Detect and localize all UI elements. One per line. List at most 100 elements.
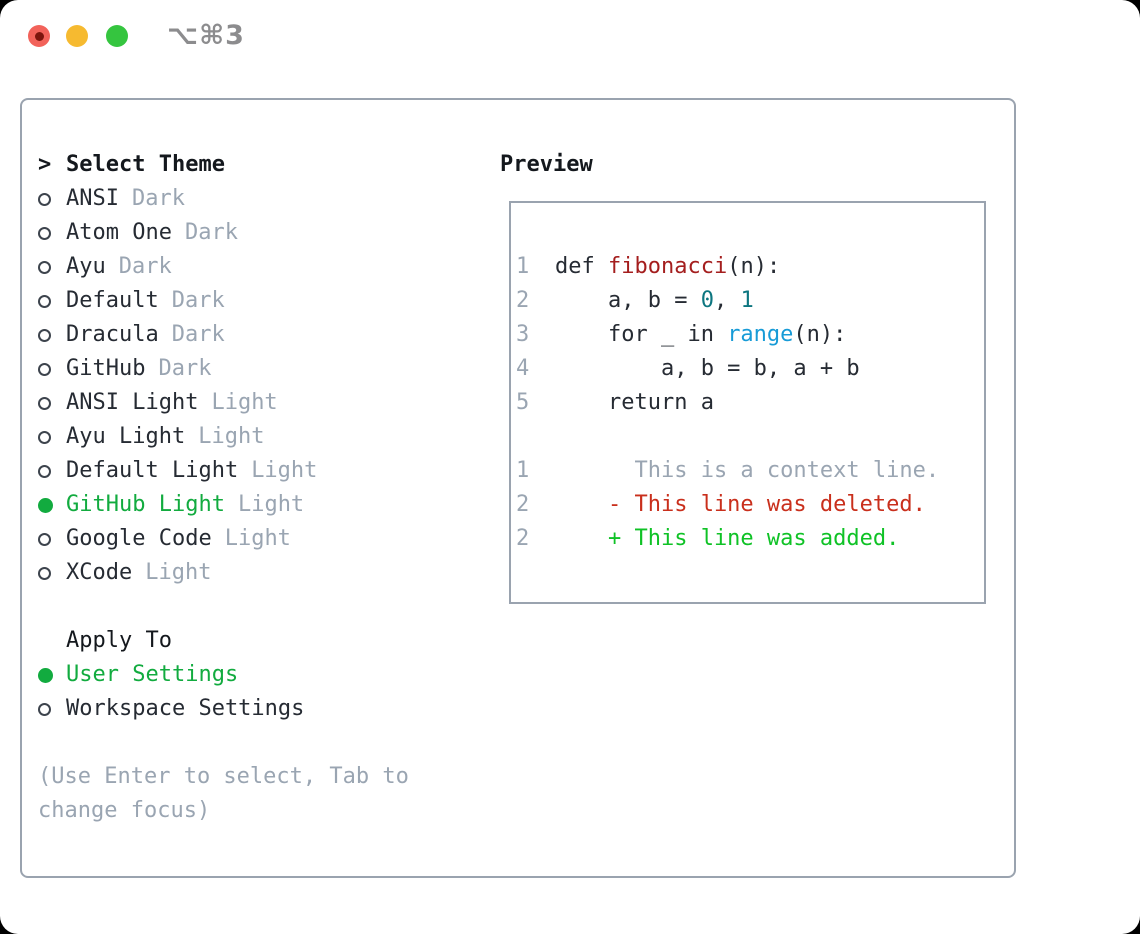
theme-variant: Dark [184,220,238,245]
theme-variant: Dark [158,356,212,381]
theme-name: Ayu [66,254,106,279]
code-segment: + This line was added. [555,526,900,551]
code-segment: return a [555,390,714,415]
theme-variant: Dark [171,322,225,347]
select-theme-title: Select Theme [66,152,225,177]
radio-unselected-icon [38,362,51,376]
apply-option-user-settings[interactable]: User Settings [38,658,409,692]
code-segment: for _ in [555,322,728,347]
line-number: 3 [516,322,530,347]
line-number: 1 [516,458,530,483]
prompt-icon: > [38,152,52,177]
apply-to-title: Apply To [66,628,172,653]
theme-variant: Dark [131,186,185,211]
theme-variant: Light [211,390,278,415]
theme-option-atom-one[interactable]: Atom One Dark [38,216,409,250]
theme-name: GitHub [66,356,146,381]
code-segment: fibonacci [607,254,728,279]
radio-unselected-icon [38,260,51,274]
radio-unselected-icon [38,430,51,444]
code-segment: a, b = b, a + b [555,356,860,381]
theme-name: Default [66,288,159,313]
theme-variant: Light [198,424,265,449]
titlebar: ⌥⌘3 [0,0,1140,76]
minimize-button[interactable] [66,25,88,47]
theme-option-default-light[interactable]: Default Light Light [38,454,409,488]
radio-unselected-icon [38,226,51,240]
theme-name: Dracula [66,322,159,347]
theme-option-ansi[interactable]: ANSI Dark [38,182,409,216]
line-number: 1 [516,254,530,279]
code-line: 5 return a [516,386,980,420]
code-segment: a, b = [555,288,701,313]
radio-unselected-icon [38,192,51,206]
theme-option-dracula[interactable]: Dracula Dark [38,318,409,352]
spacer [38,726,409,760]
theme-name: ANSI [66,186,119,211]
radio-unselected-icon [38,328,51,342]
theme-option-default[interactable]: Default Dark [38,284,409,318]
theme-variant: Light [145,560,212,585]
theme-variant: Light [251,458,318,483]
diff-preview: 1 This is a context line.2 - This line w… [516,454,980,556]
radio-unselected-icon [38,294,51,308]
theme-option-github[interactable]: GitHub Dark [38,352,409,386]
line-number: 2 [516,492,530,517]
help-line: (Use Enter to select, Tab to [38,764,409,789]
radio-unselected-icon [38,702,51,716]
apply-to-header: Apply To [38,624,409,658]
line-number: 2 [516,288,530,313]
line-number: 4 [516,356,530,381]
theme-variant: Light [224,526,291,551]
code-segment: 1 [740,288,754,313]
radio-unselected-icon [38,396,51,410]
diff-line: 2 - This line was deleted. [516,488,980,522]
code-line: 4 a, b = b, a + b [516,352,980,386]
preview-title: Preview [500,152,593,177]
apply-option-workspace-settings[interactable]: Workspace Settings [38,692,409,726]
apply-option-label: User Settings [66,662,239,687]
close-button[interactable] [28,25,50,47]
theme-option-ansi-light[interactable]: ANSI Light Light [38,386,409,420]
theme-name: Atom One [66,220,172,245]
spacer [38,590,409,624]
theme-name: ANSI Light [66,390,199,415]
radio-unselected-icon [38,566,51,580]
code-segment: - This line was deleted. [555,492,926,517]
radio-unselected-icon [38,464,51,478]
code-segment: This is a context line. [555,458,940,483]
theme-option-github-light[interactable]: GitHub Light Light [38,488,409,522]
close-icon [34,31,44,41]
window-title: ⌥⌘3 [167,20,245,51]
theme-name: Ayu Light [66,424,186,449]
theme-option-google-code[interactable]: Google Code Light [38,522,409,556]
theme-option-ayu-light[interactable]: Ayu Light Light [38,420,409,454]
blank-line [516,420,980,454]
code-segment: (n): [727,254,781,279]
code-segment: (n): [793,322,847,347]
code-segment: , [713,288,741,313]
radio-selected-icon [38,497,53,513]
diff-line: 1 This is a context line. [516,454,980,488]
theme-variant: Dark [171,288,225,313]
theme-name: Default Light [66,458,239,483]
diff-line: 2 + This line was added. [516,522,980,556]
code-line: 2 a, b = 0, 1 [516,284,980,318]
maximize-button[interactable] [106,25,128,47]
radio-selected-icon [38,667,53,683]
theme-name: GitHub Light [66,492,225,517]
theme-name: Google Code [66,526,212,551]
line-number: 5 [516,390,530,415]
select-theme-header: > Select Theme [38,148,409,182]
radio-unselected-icon [38,532,51,546]
theme-variant: Light [237,492,305,517]
